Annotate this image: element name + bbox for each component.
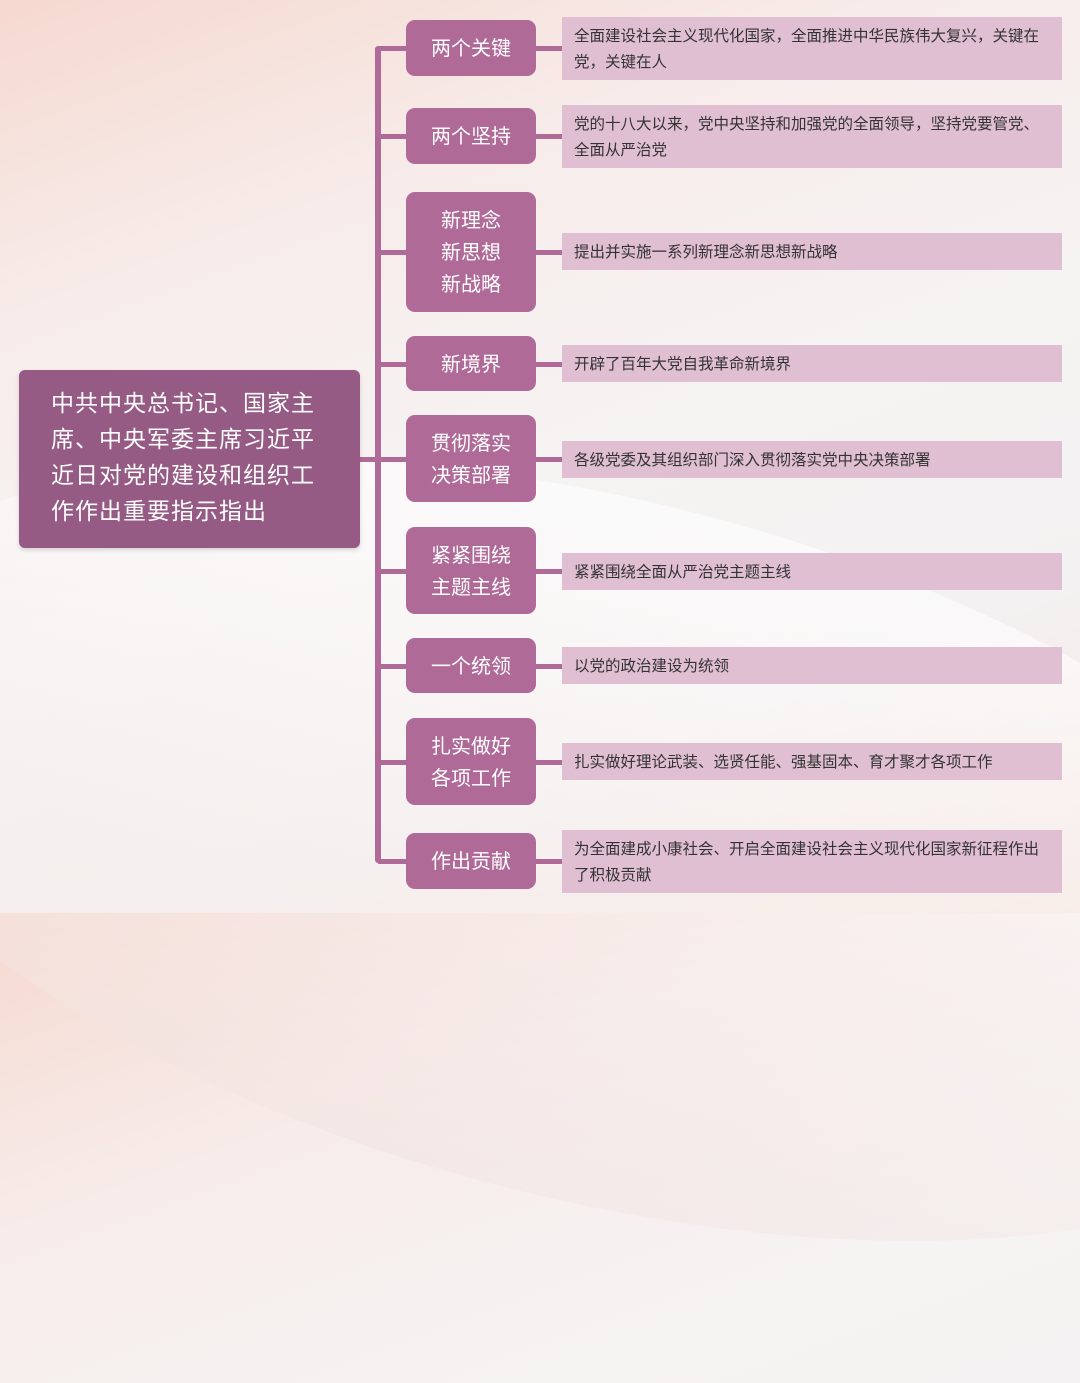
branch-connector — [378, 759, 408, 765]
branch-detail: 提出并实施一系列新理念新思想新战略 — [562, 233, 1062, 270]
detail-connector — [536, 663, 563, 669]
branch-detail: 以党的政治建设为统领 — [562, 647, 1062, 684]
branch-detail: 党的十八大以来，党中央坚持和加强党的全面领导，坚持党要管党、全面从严治党 — [562, 105, 1062, 168]
branch-node: 扎实做好 各项工作 — [406, 718, 536, 805]
root-connector — [360, 457, 380, 462]
branch-connector — [378, 250, 408, 255]
branch-connector — [378, 361, 408, 367]
detail-connector — [536, 250, 563, 255]
detail-connector — [536, 859, 563, 864]
detail-connector — [536, 46, 563, 51]
branch-node: 新境界 — [406, 336, 536, 391]
detail-connector — [536, 134, 563, 139]
branch-node: 两个坚持 — [406, 108, 536, 164]
branch-detail: 开辟了百年大党自我革命新境界 — [562, 345, 1062, 382]
branch-connector — [378, 456, 408, 462]
branch-detail: 各级党委及其组织部门深入贯彻落实党中央决策部署 — [562, 441, 1062, 478]
branch-connector — [378, 568, 408, 574]
branch-connector — [378, 663, 408, 669]
branch-detail: 紧紧围绕全面从严治党主题主线 — [562, 553, 1062, 590]
branch-node: 两个关键 — [406, 20, 536, 76]
connector-spine — [375, 46, 381, 863]
branch-detail: 为全面建成小康社会、开启全面建设社会主义现代化国家新征程作出了积极贡献 — [562, 830, 1062, 893]
branch-detail: 扎实做好理论武装、选贤任能、强基固本、育才聚才各项工作 — [562, 743, 1062, 780]
detail-connector — [536, 361, 563, 367]
root-title: 中共中央总书记、国家主席、中央军委主席习近平近日对党的建设和组织工作作出重要指示… — [51, 391, 315, 525]
branch-connector — [378, 134, 408, 139]
branch-node: 作出贡献 — [406, 833, 536, 889]
root-node: 中共中央总书记、国家主席、中央军委主席习近平近日对党的建设和组织工作作出重要指示… — [19, 370, 360, 548]
detail-connector — [536, 759, 563, 765]
detail-connector — [536, 456, 563, 462]
branch-node: 紧紧围绕 主题主线 — [406, 527, 536, 614]
detail-connector — [536, 568, 563, 574]
branch-node: 贯彻落实 决策部署 — [406, 415, 536, 502]
branch-node: 一个统领 — [406, 638, 536, 693]
branch-connector — [378, 859, 408, 864]
branch-node: 新理念 新思想 新战略 — [406, 192, 536, 312]
branch-detail: 全面建设社会主义现代化国家，全面推进中华民族伟大复兴，关键在党，关键在人 — [562, 17, 1062, 80]
branch-connector — [378, 46, 408, 51]
